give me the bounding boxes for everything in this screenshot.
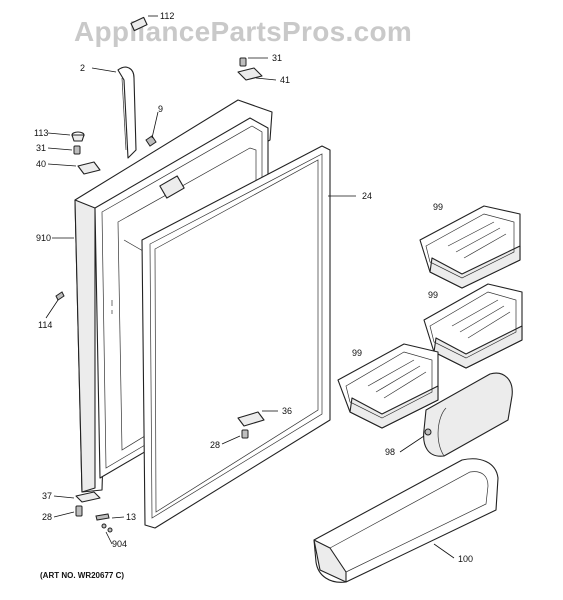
callout-98: 98 [385, 447, 395, 457]
art-number: (ART NO. WR20677 C) [40, 571, 124, 580]
callout-2: 2 [80, 63, 85, 73]
door-gasket [141, 145, 331, 529]
callout-904: 904 [112, 539, 127, 549]
bottom-door-bin [313, 458, 499, 583]
callout-114: 114 [38, 320, 52, 330]
door-bin-lower [337, 343, 439, 429]
callout-28-bottom: 28 [42, 512, 52, 522]
callout-910: 910 [36, 233, 51, 243]
callout-99-middle: 99 [428, 290, 438, 300]
callout-13: 13 [126, 512, 136, 522]
callout-31-top: 31 [272, 53, 282, 63]
callout-41: 41 [280, 75, 290, 85]
door-bin-top [419, 205, 521, 289]
callout-99-top: 99 [433, 202, 443, 212]
callout-40: 40 [36, 159, 46, 169]
callout-9: 9 [158, 104, 163, 114]
callout-100: 100 [458, 554, 473, 564]
dairy-compartment-door [423, 372, 513, 457]
callout-37: 37 [42, 491, 52, 501]
handle [117, 16, 148, 159]
leader-lines [45, 15, 455, 559]
callout-31-left: 31 [36, 143, 46, 153]
callout-112: 112 [160, 11, 174, 21]
door-bin-middle [423, 283, 523, 369]
callout-36: 36 [282, 406, 292, 416]
hinge-hardware [55, 57, 265, 533]
callout-113: 113 [34, 128, 48, 138]
callout-99-lower: 99 [352, 348, 362, 358]
callout-labels: 112 2 31 41 9 113 31 40 24 910 99 99 114… [34, 11, 473, 580]
callout-28-middle: 28 [210, 440, 220, 450]
watermark: AppliancePartsPros.com [74, 16, 413, 47]
callout-24: 24 [362, 191, 372, 201]
